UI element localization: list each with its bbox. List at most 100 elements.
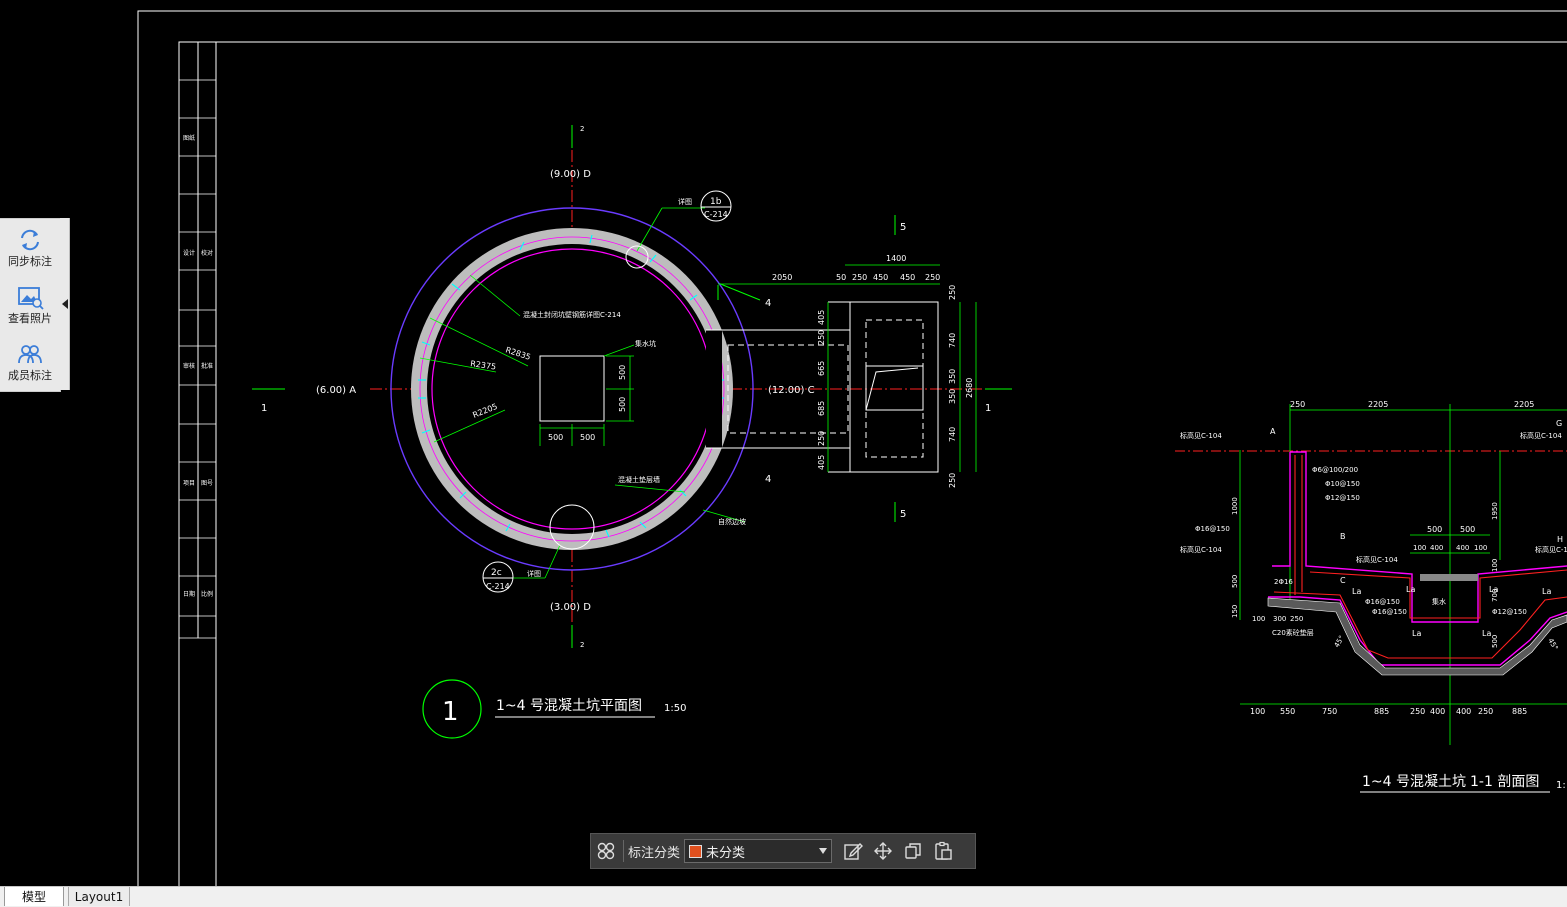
dim-right: 250 [948, 473, 957, 488]
section-mark: 5 [900, 509, 906, 520]
drawing-canvas[interactable]: 图纸设计校对 审核批准项目 图号日期比例 [0, 0, 1567, 886]
callout-number: 1b [710, 197, 722, 207]
view-photo-button[interactable]: 查看照片 [0, 276, 60, 333]
vert-dim: 1950 [1491, 502, 1499, 520]
category-selected-value: 未分类 [706, 845, 746, 861]
sec-small: 2Φ16 [1274, 578, 1293, 586]
level-label: 标高见C-104 [1180, 545, 1222, 554]
grid-icon [597, 842, 615, 860]
collapse-panel-button[interactable] [60, 218, 70, 390]
dim-right: 740 [948, 333, 957, 348]
sec-dim: 2205 [1368, 400, 1388, 409]
radius-label: R2375 [470, 359, 497, 372]
pit-dim: 500 [548, 433, 563, 442]
section-mark: 5 [900, 222, 906, 233]
inner-dim: 100 [1413, 544, 1426, 552]
pit-label: 集水坑 [635, 339, 656, 348]
tab-layout1[interactable]: Layout1 [68, 887, 130, 906]
bot-dim: 400 [1430, 707, 1445, 716]
rebar-label: Φ10@150 [1325, 480, 1360, 488]
category-select[interactable]: 未分类 [684, 839, 833, 863]
bot-dim: 250 [1478, 707, 1493, 716]
svg-text:日期: 日期 [183, 590, 195, 598]
move-button[interactable] [868, 836, 898, 866]
vert-dim: 500 [1491, 635, 1499, 648]
move-icon [874, 842, 893, 860]
edit-button[interactable] [838, 836, 868, 866]
dim-left: 685 [817, 401, 826, 416]
plan-title: 1~4 号混凝土坑平面图 [496, 698, 642, 714]
dim-top: 50 [836, 273, 846, 282]
dim-outer: 2680 [965, 378, 974, 398]
vert-dim: 150 [1231, 605, 1239, 618]
section-title: 1~4 号混凝土坑 [1362, 774, 1466, 790]
member-annotation-button[interactable]: 成员标注 [0, 333, 60, 390]
axis-left: (6.00) A [316, 385, 356, 396]
sec-dim: 2205 [1514, 400, 1534, 409]
dim-left: 250 [817, 330, 826, 345]
pit-dim: 500 [618, 397, 627, 412]
bot-dim: 550 [1280, 707, 1295, 716]
pit-dim: 500 [580, 433, 595, 442]
tab-model[interactable]: 模型 [4, 887, 64, 906]
inner-dim: 500 [1427, 525, 1442, 534]
dim-top: 450 [873, 273, 888, 282]
svg-text:校对: 校对 [201, 249, 213, 257]
dim-total: 1400 [886, 254, 906, 263]
sec-marker: A [1270, 427, 1276, 436]
sec-small: 250 [1290, 615, 1303, 623]
rebar-label: Φ12@150 [1492, 608, 1527, 616]
la-mark: La [1482, 629, 1491, 638]
dim-left: 405 [817, 310, 826, 325]
sec-marker: B [1340, 532, 1346, 541]
bot-dim: 100 [1250, 707, 1265, 716]
axis-bottom: (3.00) D [550, 602, 591, 613]
sec-dim: 250 [1290, 400, 1305, 409]
sync-annotation-button[interactable]: 同步标注 [0, 219, 60, 276]
dim-left: 405 [817, 455, 826, 470]
bot-dim: 250 [1410, 707, 1425, 716]
layout-tab-bar: 模型 Layout1 [0, 886, 1567, 907]
level-label: 标高见C-104 [1520, 431, 1562, 440]
copy-icon [905, 843, 921, 859]
svg-text:图号: 图号 [201, 480, 213, 487]
svg-text:图纸: 图纸 [183, 134, 195, 142]
sec-small: 45° [1333, 634, 1346, 649]
sec-marker: C [1340, 576, 1346, 585]
dim-right: 740 [948, 427, 957, 442]
axis-mark: 2 [580, 641, 584, 649]
paste-button[interactable] [928, 836, 958, 866]
callout-tag: 详图 [527, 569, 541, 578]
svg-text:设计: 设计 [183, 249, 195, 257]
bot-dim: 885 [1374, 707, 1389, 716]
annotation-toolbar: 标注分类 未分类 [590, 833, 976, 869]
la-mark: La [1412, 629, 1421, 638]
vert-dim: 100 [1491, 559, 1499, 572]
inner-dim: 400 [1430, 544, 1443, 552]
copy-button[interactable] [898, 836, 928, 866]
level-label: 标高见C-104 [1535, 545, 1567, 554]
dim-left: 665 [817, 361, 826, 376]
section-mark: 1 [985, 403, 991, 414]
rebar-label: Φ16@150 [1195, 525, 1230, 533]
title-number: 1 [442, 697, 459, 727]
plan-scale: 1:50 [664, 703, 686, 714]
section-subtitle: 1-1 剖面图 [1470, 774, 1539, 790]
sync-label: 同步标注 [8, 254, 52, 268]
callout-ref: C-214 [704, 210, 728, 219]
vert-dim: 500 [1231, 575, 1239, 588]
pit-dim: 500 [618, 365, 627, 380]
level-label: 标高见C-104 [1356, 555, 1398, 564]
bot-dim: 750 [1322, 707, 1337, 716]
sec-small: 100 [1252, 615, 1265, 623]
inner-dim: 100 [1474, 544, 1487, 552]
category-grid-button[interactable] [591, 836, 621, 866]
photo-icon [18, 286, 44, 310]
la-mark: La [1489, 585, 1498, 594]
rebar-label: Φ16@150 [1372, 608, 1407, 616]
sec-marker: G [1556, 419, 1562, 428]
axis-mark: 2 [580, 125, 584, 133]
sec-small: C20素砼垫层 [1272, 628, 1314, 637]
section-scale: 1: [1556, 780, 1566, 791]
axis-right: (12.00) C [768, 385, 815, 396]
